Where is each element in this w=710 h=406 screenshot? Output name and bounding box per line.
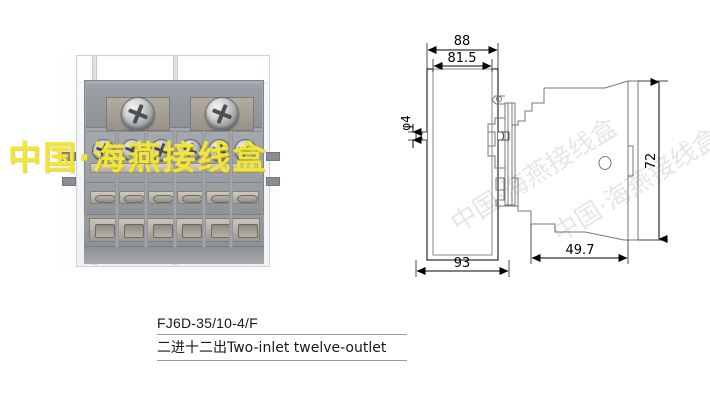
inlet-screw-2: [205, 97, 239, 131]
caption-model: FJ6D-35/10-4/F: [157, 313, 407, 335]
dim-inner-width: 81.5: [432, 51, 493, 72]
dim-label-93: 93: [454, 256, 471, 271]
dim-bottom-width: 93: [415, 256, 510, 277]
terminal-plate-4: [177, 163, 203, 173]
inlet-gap-right: [180, 57, 262, 83]
outlet-screw-5: [208, 139, 231, 162]
separator-rib-5: [229, 131, 233, 247]
bottom-terminal-1: [89, 218, 117, 242]
front-view: [415, 68, 510, 261]
clamp-2: [119, 191, 146, 204]
product-photo: [62, 53, 280, 268]
rail-tab-left-upper: [62, 152, 76, 161]
rail-tab-right-upper: [266, 152, 280, 161]
outlet-screw-3: [150, 139, 173, 162]
outlet-screw-6: [234, 139, 257, 162]
dim-height: 72: [638, 78, 668, 243]
bottom-terminal-5: [205, 218, 233, 242]
dim-depth: 49.7: [530, 224, 629, 264]
dim-label-phi4: φ4: [400, 115, 413, 131]
terminal-plate-6: [232, 163, 258, 173]
outlet-screw-4: [179, 139, 202, 162]
clamp-3: [148, 191, 175, 204]
caption-block: FJ6D-35/10-4/F 二进十二出Two-inlet twelve-out…: [157, 313, 407, 361]
outlet-screw-1: [92, 139, 115, 162]
caption-description: 二进十二出Two-inlet twelve-outlet: [157, 335, 407, 361]
clamp-4: [177, 191, 204, 204]
terminal-plate-1: [90, 163, 116, 173]
separator-rib-3: [173, 131, 177, 247]
rail-tab-left-lower: [62, 177, 76, 186]
bottom-terminal-2: [118, 218, 146, 242]
bottom-terminal-3: [147, 218, 175, 242]
terminal-plate-2: [119, 163, 145, 173]
dim-label-49-7: 49.7: [566, 243, 595, 258]
separator-rib-4: [202, 131, 206, 247]
base-foot: [84, 246, 264, 264]
dim-label-81-5: 81.5: [448, 51, 477, 66]
diagonal-watermark: 中国·海燕接线盒 中国·海燕接线盒: [446, 113, 710, 249]
clamp-6: [232, 191, 259, 204]
dim-label-72: 72: [644, 153, 659, 170]
bottom-terminal-4: [176, 218, 204, 242]
dim-outer-width: 88: [426, 34, 499, 69]
separator-rib-2: [144, 131, 148, 247]
dim-hole-diameter: φ4: [400, 115, 422, 148]
side-view: [487, 80, 639, 241]
technical-drawing: 中国·海燕接线盒 中国·海燕接线盒 88: [400, 28, 710, 283]
inlet-gap-left: [98, 57, 172, 83]
bottom-terminal-6: [232, 218, 260, 242]
inlet-screw-1: [121, 97, 155, 131]
dim-label-88: 88: [454, 34, 471, 49]
separator-rib-1: [115, 131, 119, 247]
clamp-1: [90, 191, 117, 204]
rail-tab-right-lower: [266, 177, 280, 186]
terminal-plate-3: [148, 163, 174, 173]
outlet-screw-2: [121, 139, 144, 162]
drawing-canvas: 中国·海燕接线盒 中国·海燕接线盒 88: [400, 34, 710, 277]
